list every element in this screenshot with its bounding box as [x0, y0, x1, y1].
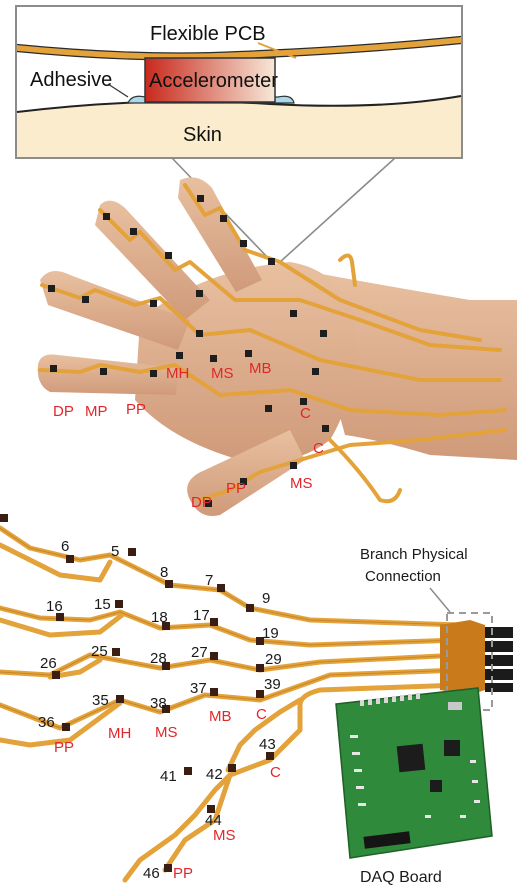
sensor-label-25: 25 — [91, 643, 108, 660]
sensor-label-26: 26 — [40, 655, 57, 672]
hand-label-c2: C — [313, 440, 324, 457]
hand-label-dp: DP — [53, 403, 74, 420]
sensor-label-16: 16 — [46, 598, 63, 615]
sensor-label-46: 46 — [143, 865, 160, 882]
flex-label-mh: MH — [108, 725, 131, 742]
hand-label-mb: MB — [249, 360, 272, 377]
sensor-label-35: 35 — [92, 692, 109, 709]
inset-label-adhesive: Adhesive — [30, 69, 112, 91]
branch-connector — [440, 620, 513, 695]
flex-label-pp: PP — [54, 739, 74, 756]
hand-label-ms-thumb: MS — [290, 475, 313, 492]
hand-label-pp-thumb: PP — [226, 480, 246, 497]
sensor-label-29: 29 — [265, 651, 282, 668]
flex-label-mb: MB — [209, 708, 232, 725]
hand-label-pp: PP — [126, 401, 146, 418]
inset-label-skin: Skin — [183, 124, 222, 146]
sensor-label-38: 38 — [150, 695, 167, 712]
sensor-label-17: 17 — [193, 607, 210, 624]
hand-label-c1: C — [300, 405, 311, 422]
inset-label-flexible-pcb: Flexible PCB — [150, 23, 266, 45]
hand-label-ms: MS — [211, 365, 234, 382]
flex-label-c: C — [256, 706, 267, 723]
sensor-label-6: 6 — [61, 538, 69, 555]
daq-board-label: DAQ Board — [360, 869, 442, 886]
sensor-label-41: 41 — [160, 768, 177, 785]
sensor-label-42: 42 — [206, 766, 223, 783]
flex-label-pp-thumb: PP — [173, 865, 193, 882]
connection-leader-line — [430, 588, 450, 612]
sensor-label-39: 39 — [264, 676, 281, 693]
sensor-label-19: 19 — [262, 625, 279, 642]
flex-label-ms: MS — [155, 724, 178, 741]
sensor-label-5: 5 — [111, 543, 119, 560]
sensor-label-9: 9 — [262, 590, 270, 607]
sensor-label-37: 37 — [190, 680, 207, 697]
sensor-label-15: 15 — [94, 596, 111, 613]
sensor-label-28: 28 — [150, 650, 167, 667]
sensor-label-43: 43 — [259, 736, 276, 753]
inset-label-accelerometer: Accelerometer — [149, 70, 278, 92]
hand-label-dp-thumb: DP — [191, 494, 212, 511]
sensor-label-27: 27 — [191, 644, 208, 661]
branch-connection-label-line2: Connection — [365, 568, 441, 585]
sensor-label-36: 36 — [38, 714, 55, 731]
sensor-label-8: 8 — [160, 564, 168, 581]
zoom-line-right — [280, 158, 395, 262]
hand-photo: DP MP PP MH MS MB C C MS DP PP — [38, 177, 517, 516]
branch-connection-label-line1: Branch Physical — [360, 546, 468, 563]
hand-label-mh: MH — [166, 365, 189, 382]
daq-board: DAQ Board — [336, 688, 492, 886]
sensor-label-18: 18 — [151, 609, 168, 626]
cross-section-inset: Flexible PCB Accelerometer Adhesive Skin — [16, 6, 462, 158]
sensor-label-7: 7 — [205, 572, 213, 589]
hand-label-mp: MP — [85, 403, 108, 420]
flex-label-ms-thumb: MS — [213, 827, 236, 844]
flex-label-c-thumb: C — [270, 764, 281, 781]
